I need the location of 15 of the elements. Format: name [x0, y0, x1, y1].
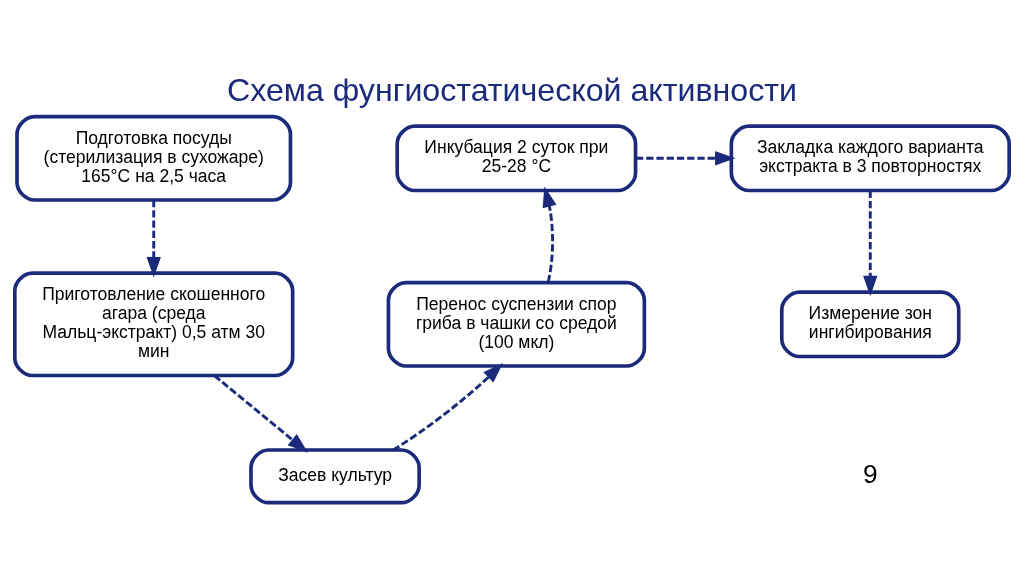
arrow: [213, 374, 308, 453]
diagram-title: Схема фунгиостатической активности: [227, 72, 797, 109]
node-box: Закладка каждого варианта экстракта в 3 повторностях: [729, 124, 1011, 193]
node-box: Измерение зон ингибирования: [779, 290, 961, 359]
arrow: [542, 186, 557, 283]
node-box: Инкубация 2 суток при 25-28 °С: [395, 124, 638, 193]
arrow: [863, 190, 878, 297]
node-box: Перенос суспензии спор гриба в чашки со средой (100 мкл): [386, 280, 647, 368]
node-box: Приготовление скошенного агара (среда Мальц-экстракт) 0,5 атм 30 мин: [13, 271, 295, 378]
node-box: Подготовка посуды (стерилизация в сухожаре) 165°С на 2,5 часа: [15, 114, 293, 202]
arrow: [392, 363, 504, 452]
arrow: [146, 200, 161, 278]
arrow: [635, 151, 736, 166]
label: 9: [862, 458, 878, 489]
node-box: Засев культур: [249, 448, 421, 505]
